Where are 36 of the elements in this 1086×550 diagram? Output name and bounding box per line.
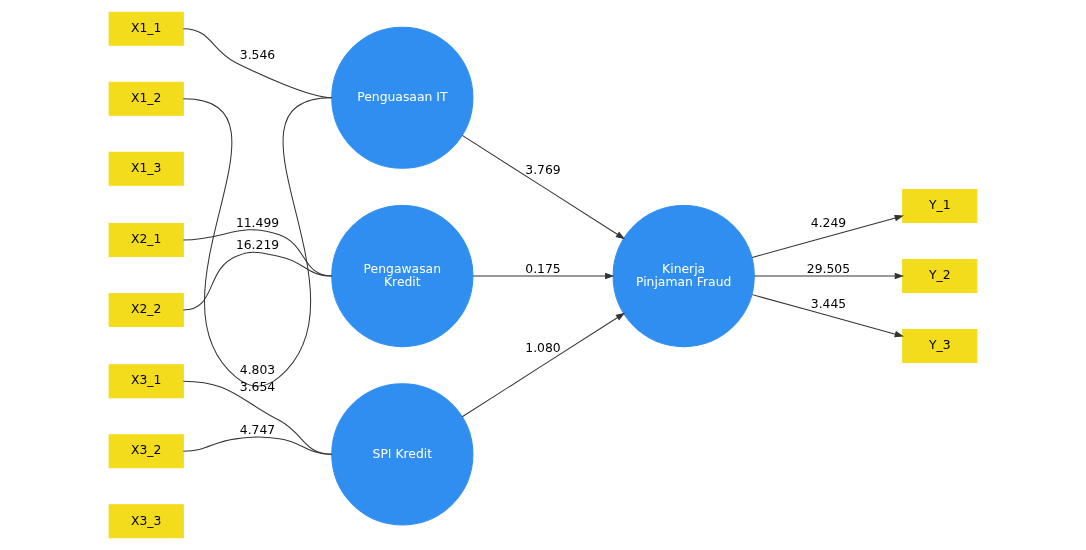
edge-label: 4.747 (239, 423, 276, 438)
edge-label: 3.445 (810, 296, 847, 311)
node-box: X3_2 (108, 434, 184, 469)
arrow (461, 312, 626, 418)
node-box: X1_2 (108, 81, 184, 116)
node-box: X3_1 (108, 364, 184, 399)
edge-label: 29.505 (806, 261, 851, 276)
edge-label: 3.654 (239, 380, 276, 395)
arrow (751, 294, 904, 338)
connector (182, 97, 333, 387)
edge-label: 4.249 (810, 216, 847, 231)
edge-label: 0.175 (525, 261, 561, 276)
node-circle: SPI Kredit (331, 383, 474, 526)
connector (182, 436, 333, 455)
node-box: Y_1 (902, 188, 978, 223)
node-box: X1_3 (108, 151, 184, 186)
arrow (753, 272, 904, 280)
node-box: X2_2 (108, 293, 184, 328)
node-box: Y_2 (902, 259, 978, 294)
edge-label: 4.803 (239, 362, 276, 377)
connector (182, 380, 333, 455)
edge-label: 16.219 (235, 237, 280, 252)
arrow (461, 134, 626, 240)
edge-label: 3.546 (239, 48, 276, 63)
node-box: X3_3 (108, 504, 184, 539)
edge-label: 3.769 (525, 162, 561, 177)
node-circle: Penguasaan IT (331, 26, 474, 169)
node-circle: Pengawasan Kredit (331, 204, 474, 348)
connector (182, 251, 333, 311)
arrow (472, 272, 615, 280)
arrow (751, 214, 904, 258)
edge-label: 11.499 (235, 216, 280, 231)
node-box: X1_1 (108, 11, 184, 46)
node-box: Y_3 (902, 329, 978, 364)
node-box: X2_1 (108, 222, 184, 257)
edge-label: 1.080 (525, 340, 561, 355)
